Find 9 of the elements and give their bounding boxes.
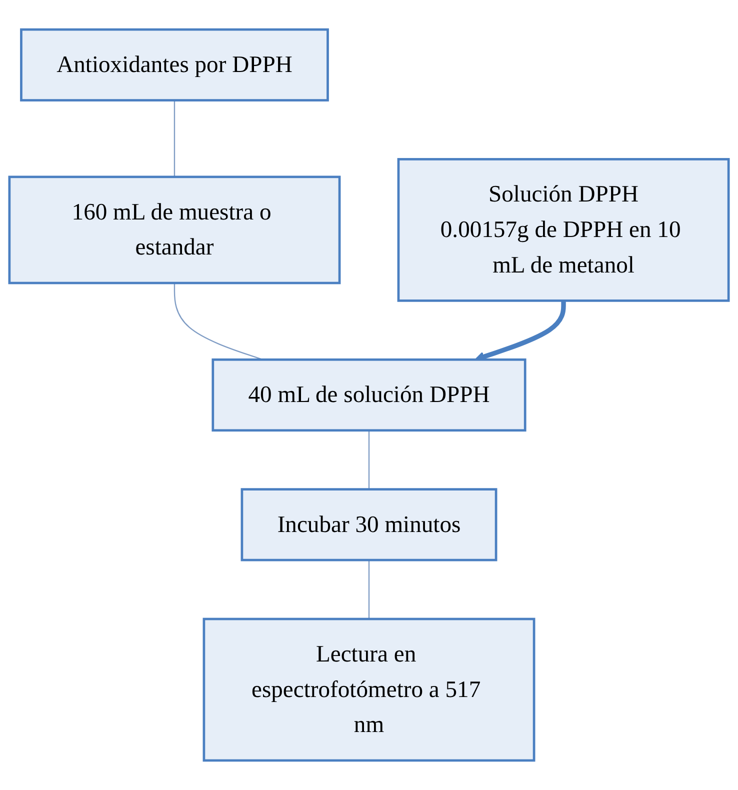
connector	[368, 430, 370, 490]
node-box: Incubar 30 minutos	[240, 488, 498, 562]
node-box: Lectura en espectrofotómetro a 517 nm	[202, 618, 536, 762]
connector	[174, 100, 176, 177]
node-box: 160 mL de muestra o estandar	[8, 176, 341, 284]
node-box: 40 mL de solución DPPH	[212, 358, 526, 432]
node-box: Antioxidantes por DPPH	[20, 28, 329, 102]
connector	[368, 560, 370, 619]
node-box: Solución DPPH 0.00157g de DPPH en 10 mL de metanol	[397, 158, 730, 302]
